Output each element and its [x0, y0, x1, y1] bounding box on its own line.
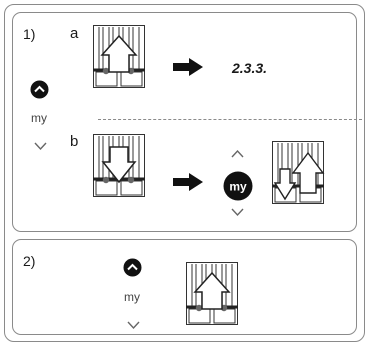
arrow-right-icon-2 — [172, 172, 204, 192]
menu-code: 2.3.3. — [232, 60, 268, 76]
substep-b-label: b — [70, 133, 79, 150]
step-2-number: 2) — [23, 253, 36, 269]
substep-a-label: a — [70, 25, 79, 42]
step-1-number: 1) — [23, 26, 36, 42]
down-button-icon[interactable] — [34, 141, 47, 151]
instruction-frame — [4, 4, 365, 342]
svg-text:my: my — [229, 180, 247, 194]
my-button-label[interactable]: my — [31, 111, 47, 125]
blind-lowering-illustration — [93, 134, 146, 198]
down-caret-icon[interactable] — [231, 207, 244, 217]
section-divider — [98, 119, 362, 120]
step-2-panel — [12, 239, 357, 335]
my-button-label-2[interactable]: my — [124, 290, 140, 304]
up-button-icon-2[interactable] — [123, 258, 142, 277]
blind-raising-illustration — [93, 25, 146, 89]
my-button-icon[interactable]: my — [223, 171, 253, 201]
blind-raising-illustration-2 — [186, 262, 239, 326]
blind-reverse-illustration — [272, 141, 325, 205]
up-button-icon[interactable] — [30, 80, 49, 99]
up-caret-icon[interactable] — [231, 149, 244, 159]
arrow-right-icon — [172, 57, 204, 77]
down-button-icon-2[interactable] — [127, 320, 140, 330]
